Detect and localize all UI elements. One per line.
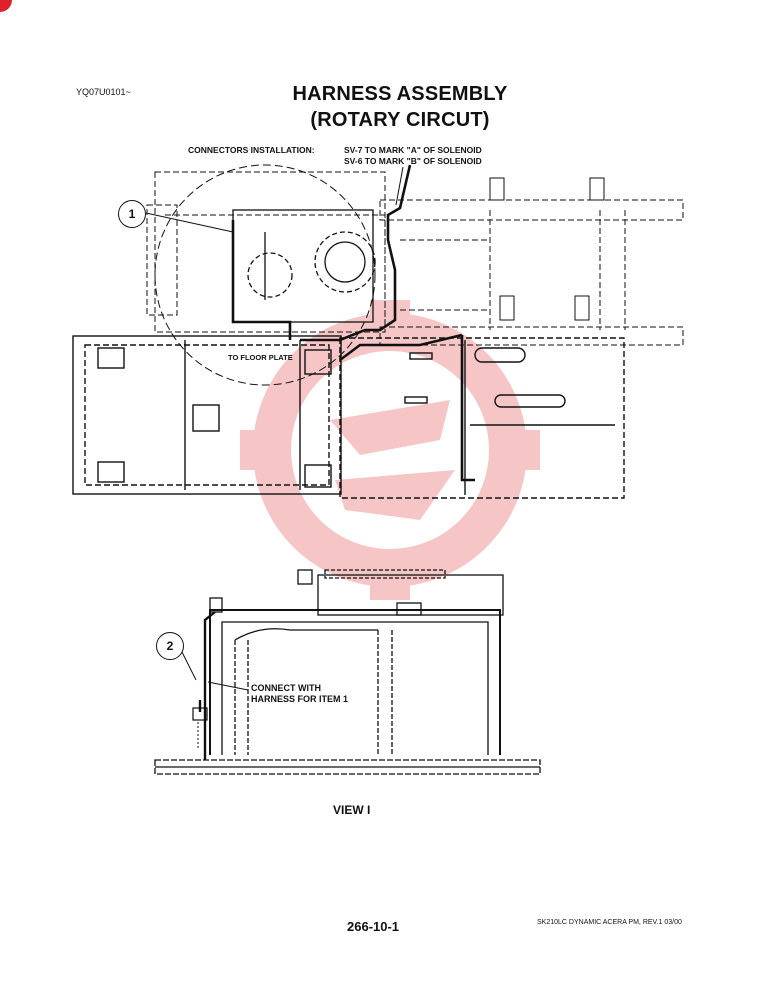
revision-text: SK210LC DYNAMIC ACERA PM, REV.1 03/00 [537, 919, 682, 926]
page-subtitle: (ROTARY CIRCUT) [310, 109, 490, 131]
upper-frame [146, 171, 684, 346]
frame-brackets [489, 177, 605, 321]
page-title: HARNESS ASSEMBLY [292, 83, 508, 105]
connect-note: CONNECT WITH HARNESS FOR ITEM 1 [251, 683, 348, 705]
harness-route-upper [231, 164, 475, 482]
page-number: 266-10-1 [347, 919, 400, 934]
lower-frame [72, 335, 625, 499]
sv6-note: SV-6 TO MARK "B" OF SOLENOID [344, 156, 482, 166]
callout-item-2: 2 [156, 632, 184, 660]
to-floor-plate-label: TO FLOOR PLATE [228, 353, 293, 362]
connectors-installation-label: CONNECTORS INSTALLATION: [188, 145, 315, 155]
connect-note-line1: CONNECT WITH [251, 683, 321, 693]
callout-item-1: 1 [118, 200, 146, 228]
view-i-drawing [154, 569, 541, 775]
view-label: VIEW I [333, 803, 371, 817]
document-code: YQ07U0101~ [76, 87, 131, 97]
upper-housing [232, 209, 376, 323]
harness-route-view [198, 611, 216, 760]
turntable-circle [154, 164, 376, 386]
sv7-note: SV-7 TO MARK "A" OF SOLENOID [344, 145, 482, 155]
connect-note-line2: HARNESS FOR ITEM 1 [251, 694, 349, 704]
